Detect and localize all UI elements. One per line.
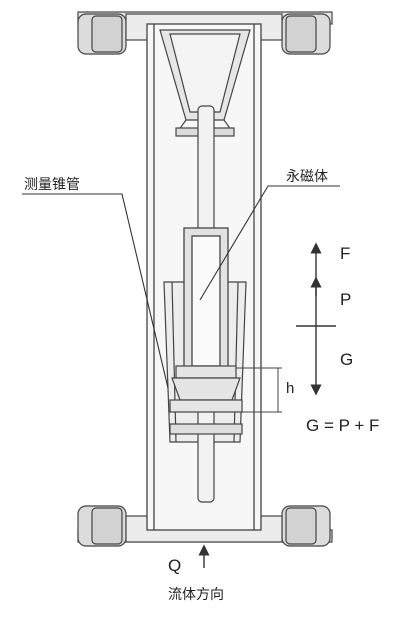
force-arrows <box>296 242 336 396</box>
leader-lines <box>22 185 340 389</box>
flow-q-label: Q <box>168 556 182 575</box>
magnet-label: 永磁体 <box>286 169 328 185</box>
float-body <box>169 365 243 435</box>
force-p-label: P <box>340 290 352 309</box>
flow-direction-label: 流体方向 <box>168 587 224 603</box>
height-dimension <box>236 367 282 413</box>
magnet <box>183 227 229 375</box>
taper-tube-label: 测量锥管 <box>24 177 80 193</box>
force-f-label: F <box>340 244 351 263</box>
height-h-label: h <box>286 380 295 397</box>
force-g-label: G <box>340 350 354 369</box>
top-guide <box>159 29 251 137</box>
equation-label: G = P + F <box>306 416 380 435</box>
